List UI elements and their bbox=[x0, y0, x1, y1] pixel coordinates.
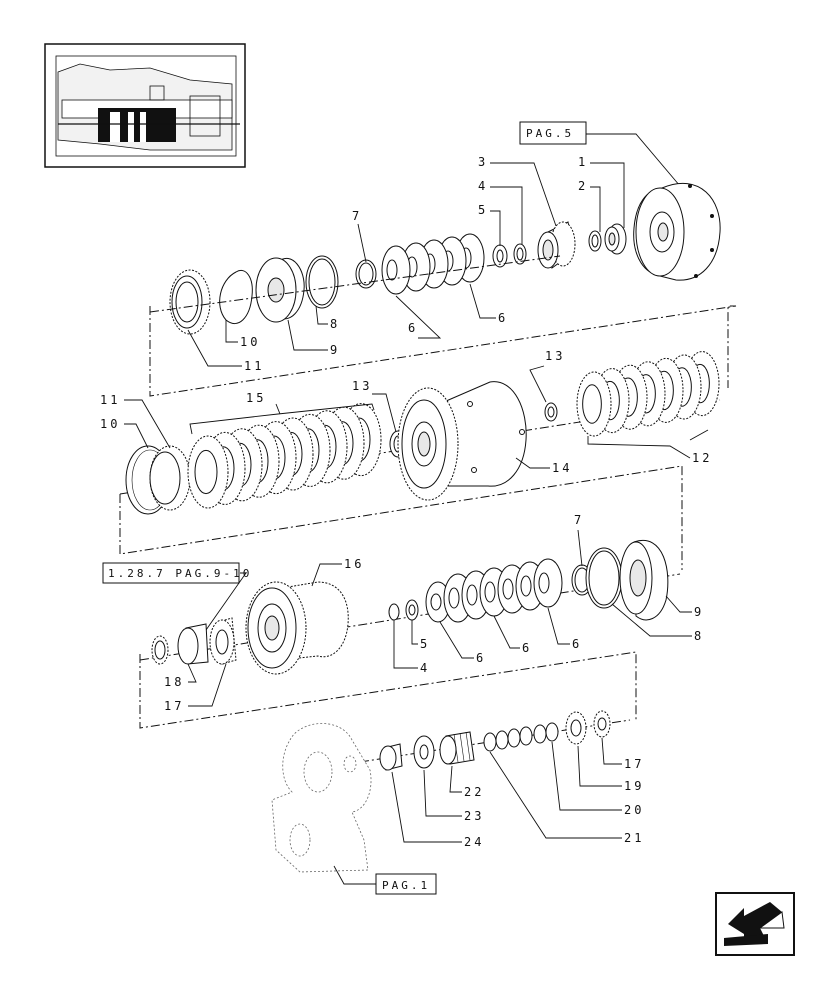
svg-text:14: 14 bbox=[552, 461, 572, 475]
svg-text:10: 10 bbox=[100, 417, 120, 431]
svg-text:1: 1 bbox=[578, 155, 588, 169]
callouts-row1: 1 2 3 4 5 7 6 6 8 9 10 11 bbox=[187, 155, 625, 373]
svg-text:6: 6 bbox=[408, 321, 418, 335]
part-20-rings bbox=[533, 722, 559, 744]
part-12-disc-pack bbox=[576, 351, 720, 437]
svg-text:2: 2 bbox=[578, 179, 588, 193]
svg-text:17: 17 bbox=[164, 699, 184, 713]
svg-text:PAG.1: PAG.1 bbox=[382, 879, 430, 892]
part-11-end-plate bbox=[169, 269, 211, 335]
svg-text:18: 18 bbox=[164, 675, 184, 689]
part-19-bearing bbox=[565, 711, 587, 745]
svg-text:6: 6 bbox=[476, 651, 486, 665]
part-15-disc-pack bbox=[187, 403, 382, 509]
part-9-piston-b bbox=[619, 539, 669, 621]
part-2-ring bbox=[588, 230, 602, 252]
svg-text:21: 21 bbox=[624, 831, 644, 845]
part-8-seal-ring bbox=[305, 255, 339, 309]
part-4-snap-ring-b bbox=[388, 603, 400, 621]
svg-text:9: 9 bbox=[694, 605, 704, 619]
part-1-bearing bbox=[604, 223, 627, 255]
svg-text:7: 7 bbox=[574, 513, 584, 527]
disc-15-0-bore bbox=[194, 449, 218, 495]
part-6-washers-row3 bbox=[425, 558, 563, 623]
svg-text:4: 4 bbox=[420, 661, 430, 675]
svg-text:3: 3 bbox=[478, 155, 488, 169]
svg-text:11: 11 bbox=[100, 393, 120, 407]
part-8-seal-ring-b bbox=[585, 547, 623, 609]
part-14-clutch-drum bbox=[397, 381, 527, 501]
part-11-end-plate-b bbox=[149, 445, 191, 511]
svg-text:17: 17 bbox=[624, 757, 644, 771]
rear-housing-ghost bbox=[271, 723, 372, 873]
svg-text:20: 20 bbox=[624, 803, 644, 817]
part-22-spring bbox=[439, 731, 475, 765]
svg-text:4: 4 bbox=[478, 179, 488, 193]
svg-text:23: 23 bbox=[464, 809, 484, 823]
part-6-washers-row1 bbox=[381, 233, 485, 295]
transmission-thumbnail bbox=[44, 43, 246, 168]
svg-text:12: 12 bbox=[692, 451, 712, 465]
svg-text:9: 9 bbox=[330, 343, 340, 357]
ref-page-9-10[interactable]: 1.28.7 PAG.9-10 bbox=[102, 562, 252, 584]
svg-text:10: 10 bbox=[240, 335, 260, 349]
disc-12-0-bore bbox=[582, 384, 602, 424]
part-17-bushing bbox=[177, 623, 209, 665]
svg-text:6: 6 bbox=[498, 311, 508, 325]
svg-text:6: 6 bbox=[522, 641, 532, 655]
part-18-bearing-ring bbox=[151, 635, 169, 665]
svg-text:PAG.5: PAG.5 bbox=[526, 127, 574, 140]
svg-text:15: 15 bbox=[246, 391, 266, 405]
part-23-washer bbox=[413, 735, 435, 769]
part-7-o-ring bbox=[355, 259, 377, 289]
part-4-snap-ring bbox=[513, 243, 527, 265]
callouts-row3: 16 7 9 8 5 4 6 6 6 18 17 bbox=[164, 513, 704, 713]
part-5-washer-b bbox=[405, 599, 419, 621]
svg-text:8: 8 bbox=[330, 317, 340, 331]
part-3-gear bbox=[537, 221, 576, 269]
svg-text:24: 24 bbox=[464, 835, 484, 849]
svg-text:7: 7 bbox=[352, 209, 362, 223]
part-16-double-gear bbox=[245, 581, 349, 675]
ref-pag5[interactable]: PAG.5 bbox=[519, 121, 587, 145]
svg-text:6: 6 bbox=[572, 637, 582, 651]
svg-text:13: 13 bbox=[352, 379, 372, 393]
part-9-piston bbox=[255, 257, 305, 323]
svg-text:22: 22 bbox=[464, 785, 484, 799]
svg-text:1.28.7 PAG.9-10: 1.28.7 PAG.9-10 bbox=[108, 567, 252, 580]
svg-text:5: 5 bbox=[420, 637, 430, 651]
part-10-snap-ring bbox=[219, 270, 253, 325]
ref-pag1[interactable]: PAG.1 bbox=[375, 873, 437, 895]
svg-text:16: 16 bbox=[344, 557, 364, 571]
previous-page-arrow-icon[interactable] bbox=[715, 892, 795, 956]
part-21-rings bbox=[483, 726, 533, 752]
svg-text:13: 13 bbox=[545, 349, 565, 363]
part-13-ring-b bbox=[544, 402, 558, 422]
part-17-bearing-c bbox=[593, 710, 611, 738]
part-24-cap bbox=[379, 743, 403, 771]
svg-text:11: 11 bbox=[244, 359, 264, 373]
svg-text:8: 8 bbox=[694, 629, 704, 643]
svg-text:5: 5 bbox=[478, 203, 488, 217]
part-17-needle-bearing bbox=[209, 617, 237, 665]
callouts-row4: 17 19 20 21 22 23 24 bbox=[391, 737, 644, 849]
svg-text:19: 19 bbox=[624, 779, 644, 793]
clutch-housing bbox=[633, 182, 721, 281]
callouts-row2: 11 10 15 13 14 13 12 bbox=[100, 349, 712, 475]
